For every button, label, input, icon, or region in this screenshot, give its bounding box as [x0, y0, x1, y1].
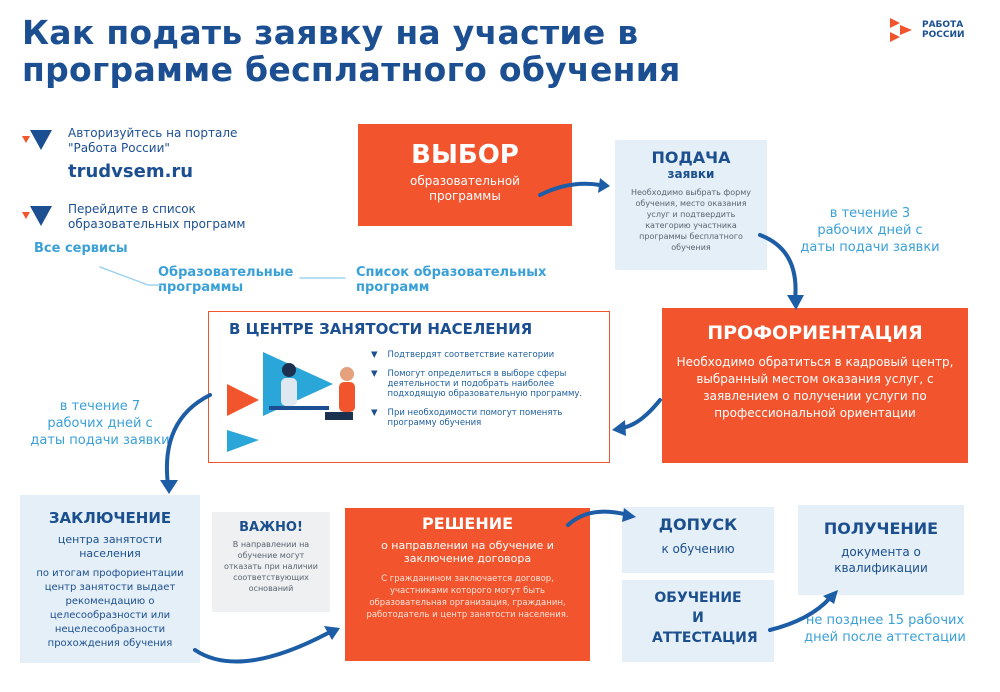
consultation-illustration — [227, 352, 355, 452]
term-7-days: в течение 7 рабочих дней с даты подачи з… — [30, 399, 170, 448]
term-15-days: не позднее 15 рабочих дней после аттеста… — [804, 613, 966, 645]
path-all-services: Все сервисы — [34, 241, 128, 256]
bullet-icon: ▼ — [371, 369, 378, 379]
step1-text: Авторизуйтесь на портале"Работа России" — [68, 126, 238, 155]
center-item: ▼Подтвердят соответствие категории — [371, 350, 555, 360]
bullet-icon: ▼ — [371, 350, 378, 360]
bullet-icon: ▼ — [371, 408, 378, 418]
path-edu-programs: Образовательные программы — [158, 265, 294, 295]
arrow-center-zakl — [165, 393, 212, 487]
center-item: ▼Помогут определиться в выборе сферы дея… — [371, 369, 583, 399]
arrow-zakl-reshenie — [193, 630, 332, 664]
vybor-box: ВЫБОР образовательной программы — [358, 124, 572, 226]
portal-link[interactable]: trudvsem.ru — [68, 161, 194, 182]
logo-arrows-icon — [890, 18, 912, 42]
employment-center-box: В ЦЕНТРЕ ЗАНЯТОСТИ НАСЕЛЕНИЯ ▼Подтвердят… — [208, 311, 610, 463]
step-marker-icon — [22, 130, 52, 150]
term-3-days: в течение 3 рабочих дней с даты подачи з… — [800, 206, 940, 255]
center-item: ▼При необходимости помогут поменять прог… — [371, 408, 563, 428]
reshenie-box: РЕШЕНИЕ о направлении на обучение и закл… — [345, 508, 590, 661]
arrow-vybor-podacha — [538, 181, 602, 197]
vazhno-box: ВАЖНО! В направлении на обучение могут о… — [212, 512, 330, 612]
path-arrow-icon — [99, 266, 161, 286]
proforientatsiya-box: ПРОФОРИЕНТАЦИЯ Необходимо обратиться в к… — [662, 308, 968, 463]
arrow-podacha-proforient — [758, 233, 798, 302]
dopusk-box: ДОПУСК к обучению — [622, 507, 774, 573]
obuchenie-box: ОБУЧЕНИЕ И АТТЕСТАЦИЯ — [622, 580, 774, 662]
zaklyuchenie-box: ЗАКЛЮЧЕНИЕ центра занятости населения по… — [20, 495, 200, 663]
arrow-reshenie-dopusk — [566, 509, 630, 527]
arrow-proforient-center — [620, 398, 662, 430]
step-marker-icon — [22, 206, 52, 226]
poluchenie-box: ПОЛУЧЕНИЕ документа о квалификации — [798, 505, 964, 595]
arrow-obuch-poluch — [768, 596, 832, 632]
podacha-box: ПОДАЧА заявки Необходимо выбрать форму о… — [615, 140, 767, 270]
path-program-list: Список образовательных программ — [356, 265, 547, 295]
